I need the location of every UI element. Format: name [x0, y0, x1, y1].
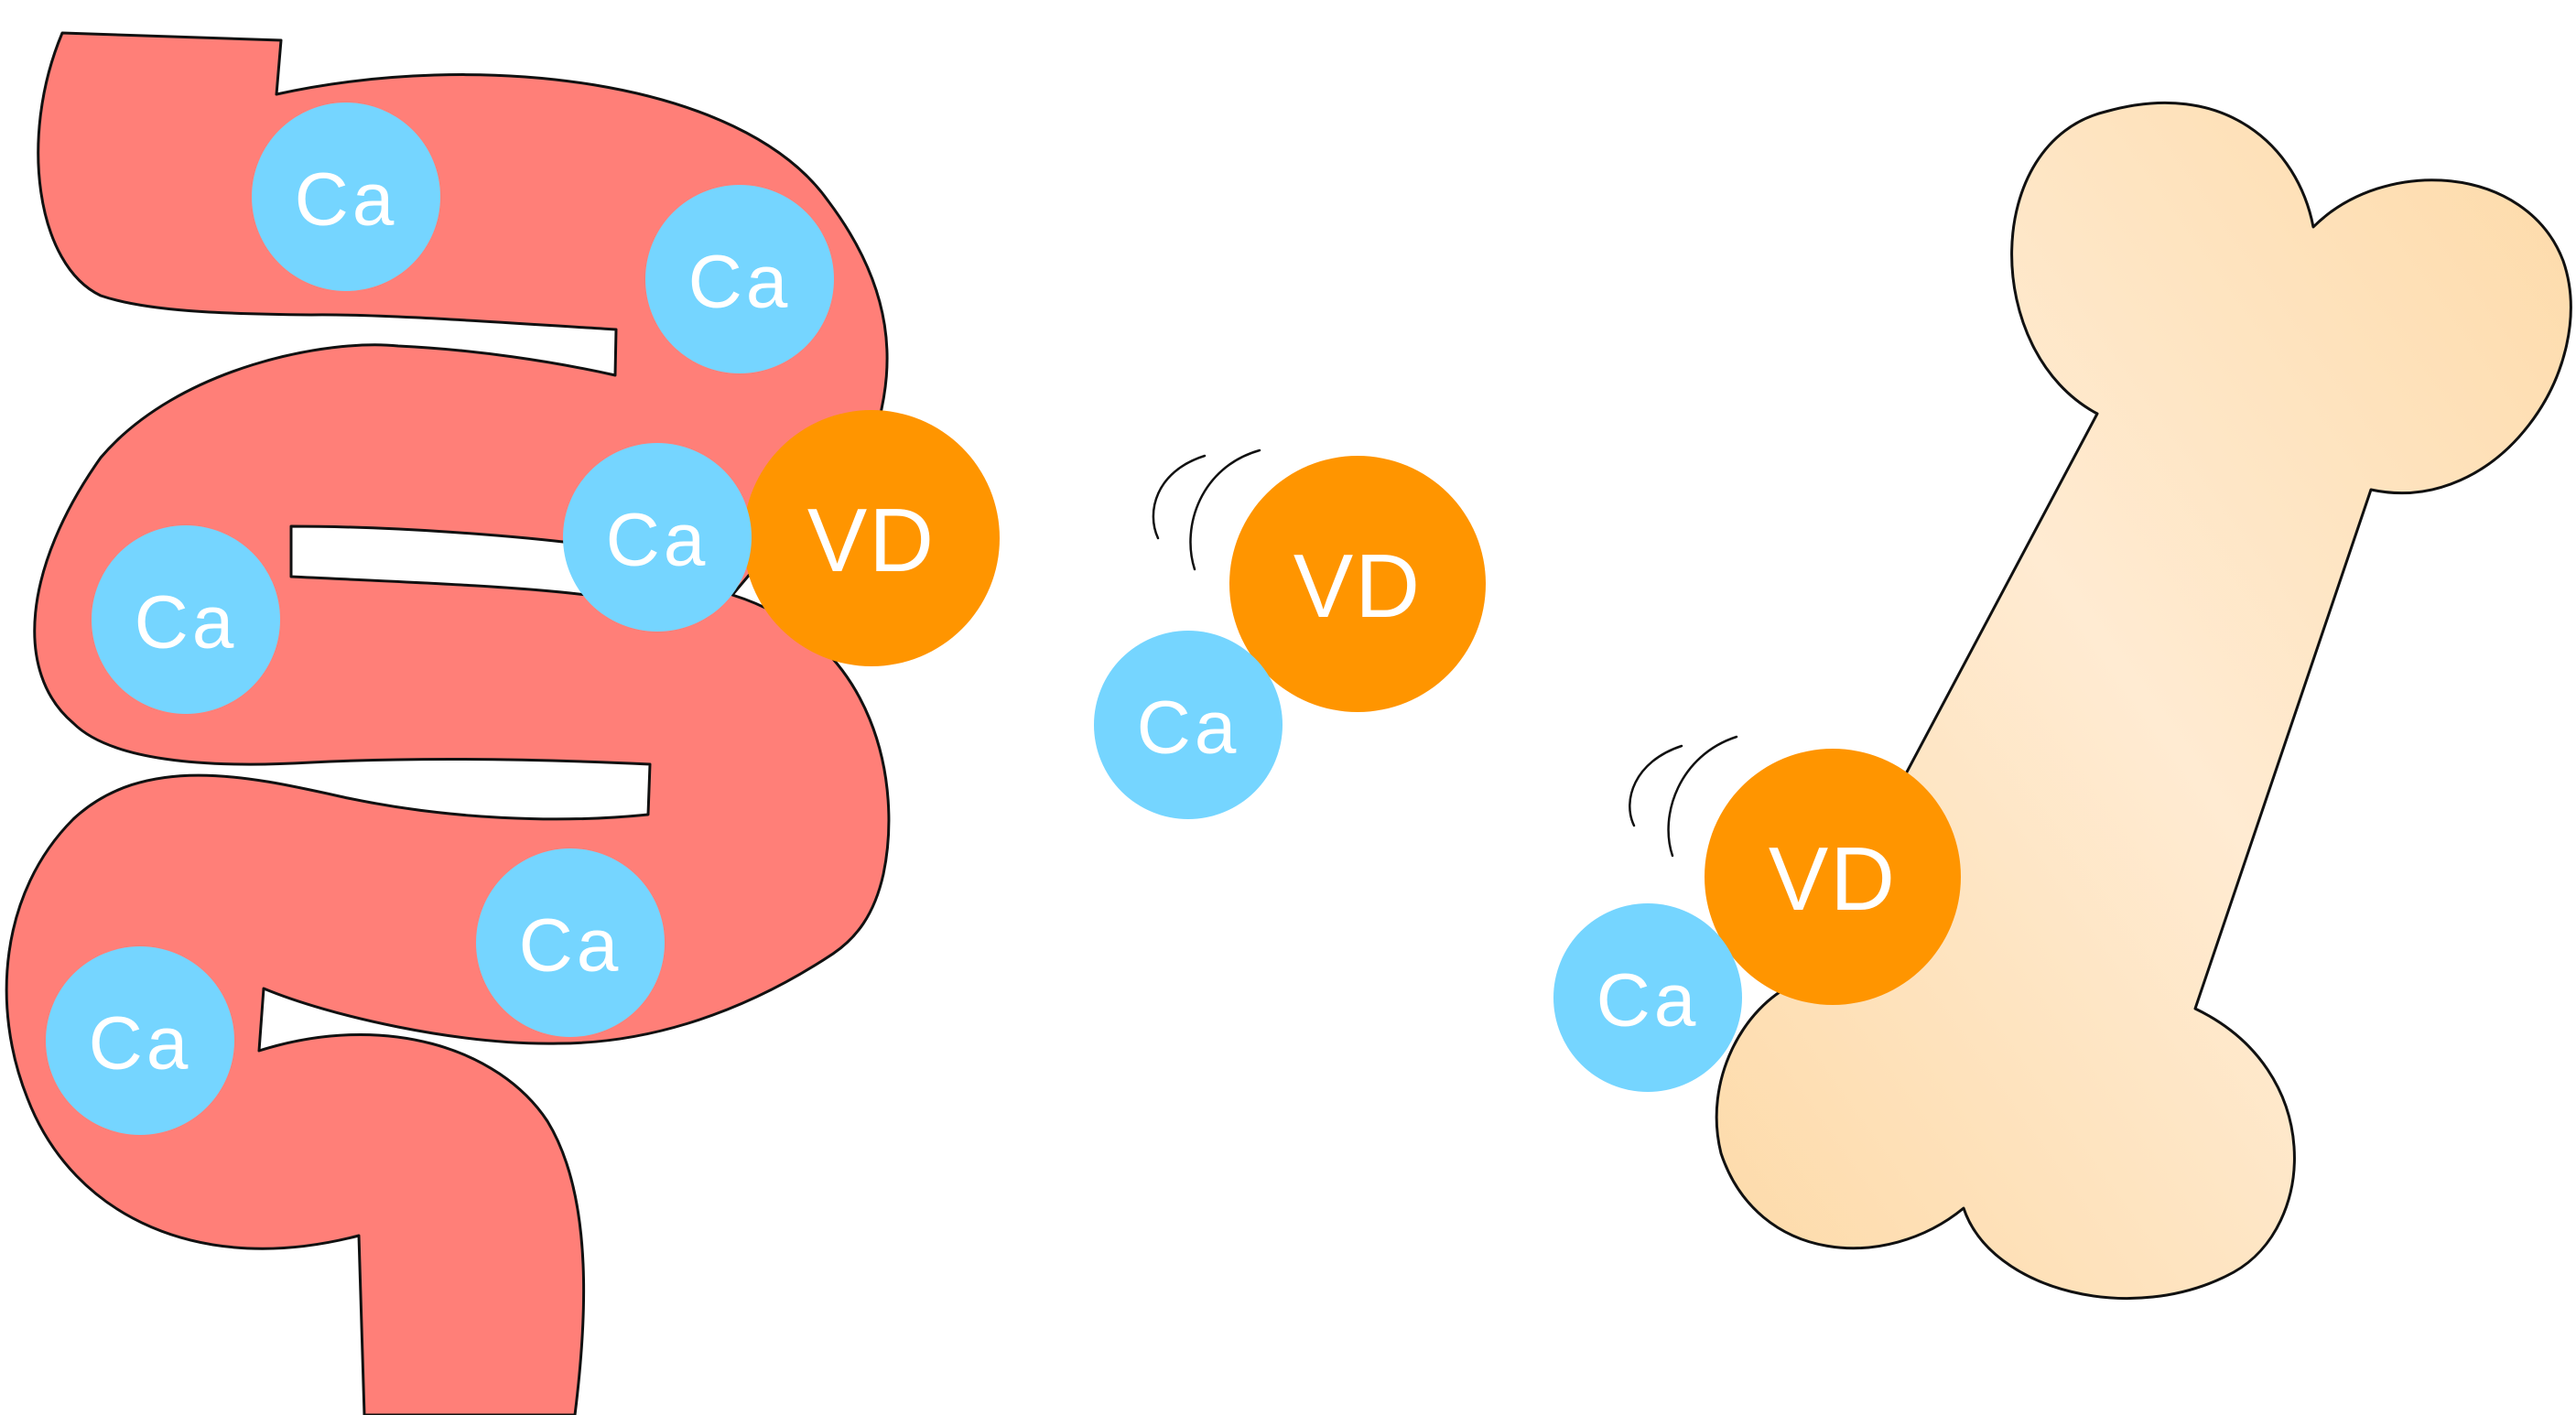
bone [1715, 101, 2572, 1300]
vitamin-d-particle: VD [743, 410, 1000, 666]
vitamin-d-particle: VD [1229, 456, 1486, 712]
calcium-label: Ca [135, 581, 238, 664]
calcium-label: Ca [1596, 959, 1700, 1042]
motion-lines [1152, 448, 1261, 571]
vitamin-d-label: VD [807, 490, 936, 590]
vitamin-d-label: VD [1769, 828, 1897, 929]
calcium-particle: Ca [476, 848, 665, 1037]
calcium-particle: Ca [645, 185, 834, 373]
vitamin-d-label: VD [1293, 535, 1422, 636]
calcium-particle: Ca [46, 946, 234, 1135]
calcium-label: Ca [606, 499, 709, 582]
calcium-label: Ca [688, 241, 792, 324]
calcium-label: Ca [1137, 686, 1240, 770]
calcium-particle: Ca [563, 443, 752, 632]
calcium-label: Ca [89, 1002, 192, 1086]
calcium-label: Ca [295, 158, 398, 242]
motion-lines [1629, 735, 1738, 858]
calcium-particle: Ca [1553, 903, 1742, 1092]
calcium-particle: Ca [252, 103, 440, 291]
vitamin-d-particle: VD [1705, 749, 1961, 1005]
calcium-particle: Ca [92, 525, 280, 714]
calcium-particle: Ca [1094, 631, 1283, 819]
calcium-label: Ca [519, 904, 622, 988]
